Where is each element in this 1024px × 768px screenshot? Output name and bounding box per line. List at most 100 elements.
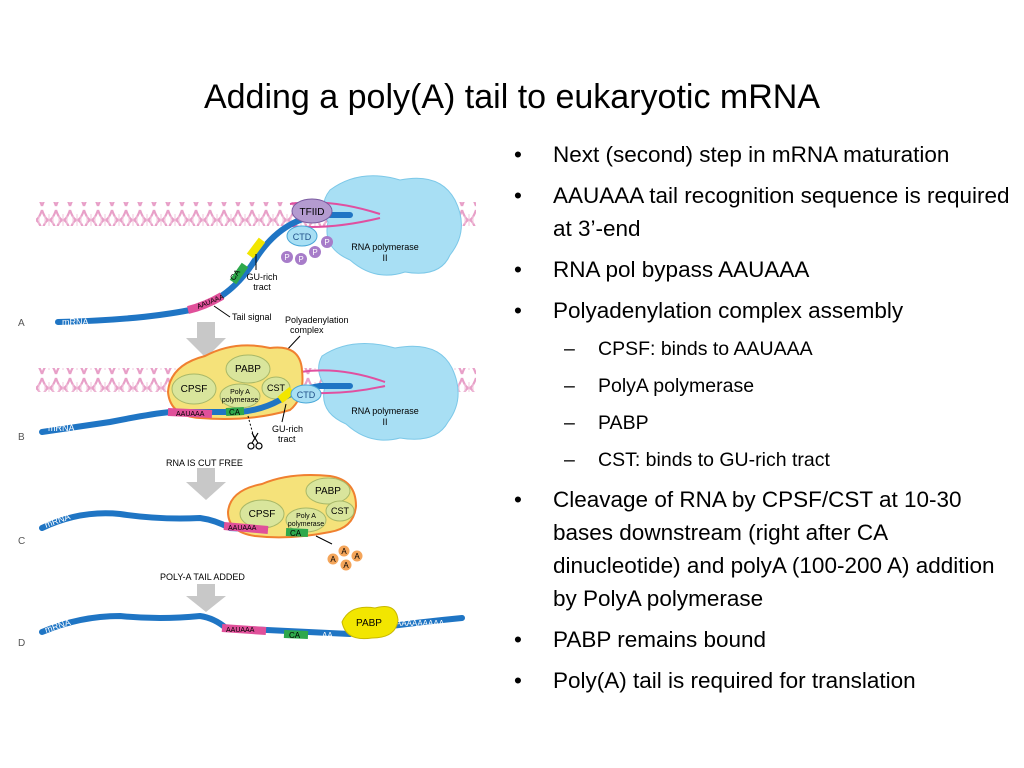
rna-polymerase: [323, 175, 462, 276]
phosphate: [295, 253, 307, 265]
cst-label: CST: [331, 506, 350, 516]
aauaaa-segment: [221, 624, 267, 635]
bullet-text: CST: binds to GU-rich tract: [598, 449, 830, 471]
tfiid: [291, 198, 333, 224]
pabp: [225, 354, 271, 384]
polya-polymerase-label: Poly A: [296, 513, 316, 520]
polya-polymerase-label-2: polymerase: [222, 397, 258, 404]
gu-rich-label: GU-rich: [247, 272, 278, 282]
bullet-dot: •: [514, 298, 522, 323]
scissors-icon: [247, 432, 263, 450]
bullet-dot: •: [514, 257, 522, 282]
bullet-text: Next (second) step in mRNA maturation: [553, 142, 950, 167]
bullet-dot: •: [514, 142, 522, 167]
panel-a: TFIID CTD P P P P RNA polymerase II GU-r…: [18, 175, 476, 329]
bullet-text: PABP: [598, 412, 649, 434]
cpsf-label: CPSF: [249, 509, 276, 520]
adenine: [351, 550, 363, 562]
phosphate-label: P: [312, 248, 317, 257]
sub-bullet-dash: –: [564, 338, 575, 360]
mrna-label: mRNA: [43, 511, 71, 529]
adenine-label: A: [330, 555, 336, 564]
ca-label: CA: [290, 529, 302, 538]
cpsf-label: CPSF: [181, 384, 208, 395]
adenine: [338, 545, 350, 557]
cpsf: [171, 373, 217, 405]
rna-polymerase-label-2: II: [382, 417, 387, 427]
phosphate-label: P: [324, 238, 329, 247]
gu-rich-label-2: tract: [253, 282, 271, 292]
bullet-item: • Cleavage of RNA by CPSF/CST at 10-30 ba…: [512, 483, 1012, 615]
bullet-item: • RNA pol bypass AAUAAA: [512, 253, 1012, 286]
bullet-list: • Next (second) step in mRNA maturation • A…: [512, 138, 1012, 705]
ca-segment: [229, 262, 249, 285]
polya-polymerase-label: Poly A: [230, 389, 250, 396]
polya-polymerase: [219, 383, 261, 409]
aauaaa-segment: [187, 292, 225, 314]
sub-bullet-item: – CPSF: binds to AAUAAA: [512, 335, 1012, 363]
panel-b-letter: B: [18, 432, 25, 443]
sub-bullet-item: – PolyA polymerase: [512, 372, 1012, 400]
bullet-text: Cleavage of RNA by CPSF/CST at 10-30 bas…: [553, 487, 995, 611]
panel-d: AAUAAA CA AA AAAAAAAAA PABP mRNA D: [18, 606, 465, 649]
cst: [325, 500, 355, 522]
slide-title: Adding a poly(A) tail to eukaryotic mRNA: [203, 78, 821, 116]
phosphate: [321, 236, 333, 248]
pabp-label: PABP: [356, 618, 382, 629]
bullet-dot: •: [514, 183, 522, 208]
ca-segment: [283, 630, 309, 639]
bullet-text: RNA pol bypass AAUAAA: [553, 257, 810, 282]
pabp-label: PABP: [315, 486, 341, 497]
gu-rich-label-2: tract: [278, 434, 296, 444]
bullet-dot: •: [514, 668, 522, 693]
sub-bullet-item: – CST: binds to GU-rich tract: [512, 446, 1012, 474]
bullet-text: Polyadenylation complex assembly: [553, 298, 904, 323]
rna-polymerase-label: RNA polymerase: [351, 406, 419, 416]
ca-segment: [225, 407, 245, 416]
cut-free-label: RNA IS CUT FREE: [166, 458, 243, 468]
bullet-dot: •: [514, 487, 522, 512]
mrna-label: mRNA: [48, 423, 75, 433]
adenine-label: A: [343, 561, 349, 570]
ca-label: CA: [289, 631, 301, 640]
bullet-text: CPSF: binds to AAUAAA: [598, 338, 813, 360]
aauaaa-label: AAUAAA: [196, 294, 225, 311]
phosphate: [309, 246, 321, 258]
ctd-label: CTD: [297, 390, 316, 400]
down-arrow: [186, 468, 226, 500]
tfiid-label: TFIID: [300, 207, 325, 218]
bullet-item: • Next (second) step in mRNA maturation: [512, 138, 1012, 171]
polyadenylation-diagram: TFIID CTD P P P P RNA polymerase II GU-r…: [18, 175, 476, 649]
sub-bullet-dash: –: [564, 375, 575, 397]
panel-b: CPSF PABP Poly A polymerase CST CTD AAUA…: [18, 343, 476, 450]
sub-bullet-item: –PABP: [512, 409, 1012, 437]
aauaaa-label: AAUAAA: [228, 525, 257, 532]
pabp: [305, 477, 351, 505]
aauaaa-segment: [167, 408, 213, 418]
mrna-label: mRNA: [44, 617, 72, 635]
sub-bullet-dash: –: [564, 449, 575, 471]
bullet-text: Poly(A) tail is required for translation: [553, 668, 916, 693]
bullet-text: PolyA polymerase: [598, 375, 755, 397]
ctd-label: CTD: [293, 232, 312, 242]
ctd: [286, 225, 318, 247]
panel-a-letter: A: [18, 318, 25, 329]
polyadenylation-label: Polyadenylation: [285, 315, 349, 325]
adenine-label: A: [341, 547, 347, 556]
ca-label: CA: [229, 408, 241, 417]
tail-signal-label: Tail signal: [232, 312, 272, 322]
bullet-text: PABP remains bound: [553, 627, 767, 652]
gu-rich-segment: [277, 386, 295, 404]
bullet-text: AAUAAA tail recognition sequence is requ…: [553, 183, 1010, 241]
rna-polymerase-label: RNA polymerase: [351, 242, 419, 252]
bullet-dot: •: [514, 627, 522, 652]
down-arrow: [186, 584, 226, 612]
bullet-item: • Poly(A) tail is required for translatio…: [512, 664, 1012, 697]
mrna-strand: [39, 510, 311, 535]
bullet-item: • Polyadenylation complex assembly: [512, 294, 1012, 327]
polyadenylation-label-2: complex: [290, 325, 324, 335]
panel-c: CPSF PABP Poly A polymerase CST AAUAAA C…: [18, 474, 363, 571]
mrna-strand: [39, 612, 353, 637]
cst-label: CST: [267, 383, 286, 393]
polya-tail-label: AAAAAAAAA: [396, 619, 445, 628]
